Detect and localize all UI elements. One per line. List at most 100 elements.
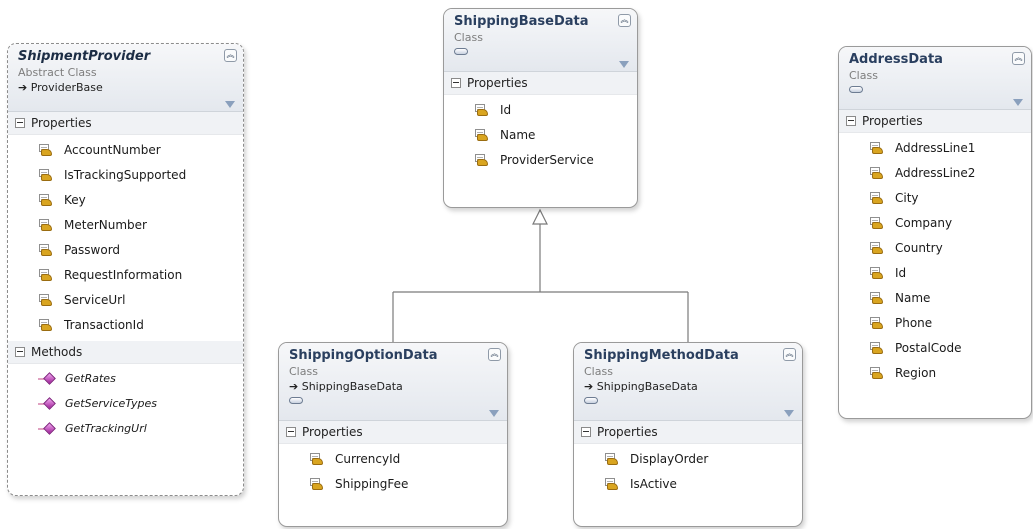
class-shipment-provider[interactable]: ShipmentProvider Abstract Class ➔ Provid… (7, 43, 244, 496)
property-item[interactable]: Name (839, 285, 1031, 310)
funnel-icon[interactable] (619, 61, 629, 68)
property-item[interactable]: RequestInformation (8, 262, 243, 287)
property-item[interactable]: Id (444, 97, 637, 122)
funnel-icon[interactable] (1013, 99, 1023, 106)
class-base: ➔ ShippingBaseData (584, 380, 698, 393)
collapse-toggle-icon[interactable] (286, 427, 296, 437)
collapse-icon[interactable]: ︽ (783, 348, 796, 361)
property-item[interactable]: MeterNumber (8, 212, 243, 237)
funnel-icon[interactable] (225, 101, 235, 108)
method-item[interactable]: GetTrackingUrl (8, 416, 243, 441)
section-header-properties[interactable]: Properties (279, 421, 507, 444)
class-header: ShipmentProvider Abstract Class ➔ Provid… (8, 44, 243, 112)
property-item[interactable]: Name (444, 122, 637, 147)
property-name: ShippingFee (335, 476, 409, 491)
property-item[interactable]: AddressLine1 (839, 135, 1031, 160)
collapse-toggle-icon[interactable] (581, 427, 591, 437)
collapse-icon[interactable]: ︽ (618, 14, 631, 27)
section-header-properties[interactable]: Properties (839, 110, 1031, 133)
method-item[interactable]: GetServiceTypes (8, 391, 243, 416)
collapse-icon[interactable]: ︽ (488, 348, 501, 361)
property-icon (309, 477, 323, 490)
property-item[interactable]: AddressLine2 (839, 160, 1031, 185)
funnel-icon[interactable] (489, 410, 499, 417)
property-icon (474, 153, 488, 166)
funnel-icon[interactable] (784, 410, 794, 417)
property-item[interactable]: Region (839, 360, 1031, 385)
class-base: ➔ ShippingBaseData (289, 380, 403, 393)
property-icon (38, 318, 52, 331)
property-name: IsActive (630, 476, 677, 491)
collapse-toggle-icon[interactable] (15, 118, 25, 128)
section-header-properties[interactable]: Properties (444, 72, 637, 95)
property-name: Id (895, 265, 907, 280)
property-name: Phone (895, 315, 933, 330)
method-item[interactable]: GetRates (8, 366, 243, 391)
inheritance-arrowhead (532, 208, 548, 225)
property-icon (869, 191, 883, 204)
property-icon (869, 366, 883, 379)
property-item[interactable]: IsTrackingSupported (8, 162, 243, 187)
property-name: AddressLine2 (895, 165, 976, 180)
property-item[interactable]: AccountNumber (8, 137, 243, 162)
method-name: GetTrackingUrl (65, 422, 147, 435)
collapse-toggle-icon[interactable] (846, 116, 856, 126)
property-item[interactable]: ProviderService (444, 147, 637, 172)
class-name: ShippingOptionData (289, 348, 438, 363)
property-name: Company (895, 215, 953, 230)
property-name: Region (895, 365, 937, 380)
section-label: Methods (31, 345, 83, 359)
class-name: ShippingMethodData (584, 348, 739, 363)
property-item[interactable]: ServiceUrl (8, 287, 243, 312)
property-item[interactable]: IsActive (574, 471, 802, 496)
lollipop-icon (584, 397, 598, 404)
property-name: PostalCode (895, 340, 962, 355)
class-type: Abstract Class (18, 66, 97, 79)
property-item[interactable]: PostalCode (839, 335, 1031, 360)
section-header-methods[interactable]: Methods (8, 341, 243, 364)
property-name: ServiceUrl (64, 292, 126, 307)
section-header-properties[interactable]: Properties (574, 421, 802, 444)
property-item[interactable]: Password (8, 237, 243, 262)
property-name: CurrencyId (335, 451, 401, 466)
property-icon (604, 477, 618, 490)
property-icon (474, 103, 488, 116)
collapse-toggle-icon[interactable] (451, 78, 461, 88)
section-label: Properties (31, 116, 92, 130)
property-name: ProviderService (500, 152, 594, 167)
property-name: Password (64, 242, 121, 257)
property-item[interactable]: TransactionId (8, 312, 243, 337)
property-name: Id (500, 102, 512, 117)
method-icon (38, 421, 56, 435)
property-item[interactable]: Phone (839, 310, 1031, 335)
class-address-data[interactable]: AddressData Class ︽ Properties AddressLi… (838, 46, 1032, 419)
property-item[interactable]: Company (839, 210, 1031, 235)
property-icon (38, 143, 52, 156)
property-item[interactable]: ShippingFee (279, 471, 507, 496)
class-header: ShippingBaseData Class ︽ (444, 9, 637, 72)
collapse-icon[interactable]: ︽ (1012, 52, 1025, 65)
collapse-toggle-icon[interactable] (15, 347, 25, 357)
property-item[interactable]: Country (839, 235, 1031, 260)
property-item[interactable]: Id (839, 260, 1031, 285)
property-item[interactable]: Key (8, 187, 243, 212)
class-type: Class (289, 365, 318, 378)
property-icon (604, 452, 618, 465)
class-header: AddressData Class ︽ (839, 47, 1031, 110)
property-item[interactable]: City (839, 185, 1031, 210)
class-shipping-option-data[interactable]: ShippingOptionData Class ➔ ShippingBaseD… (278, 342, 508, 527)
section-header-properties[interactable]: Properties (8, 112, 243, 135)
property-name: MeterNumber (64, 217, 147, 232)
property-item[interactable]: CurrencyId (279, 446, 507, 471)
class-shipping-method-data[interactable]: ShippingMethodData Class ➔ ShippingBaseD… (573, 342, 803, 527)
property-name: Name (500, 127, 536, 142)
method-icon (38, 371, 56, 385)
collapse-icon[interactable]: ︽ (224, 49, 237, 62)
lollipop-icon (289, 397, 303, 404)
property-item[interactable]: DisplayOrder (574, 446, 802, 471)
